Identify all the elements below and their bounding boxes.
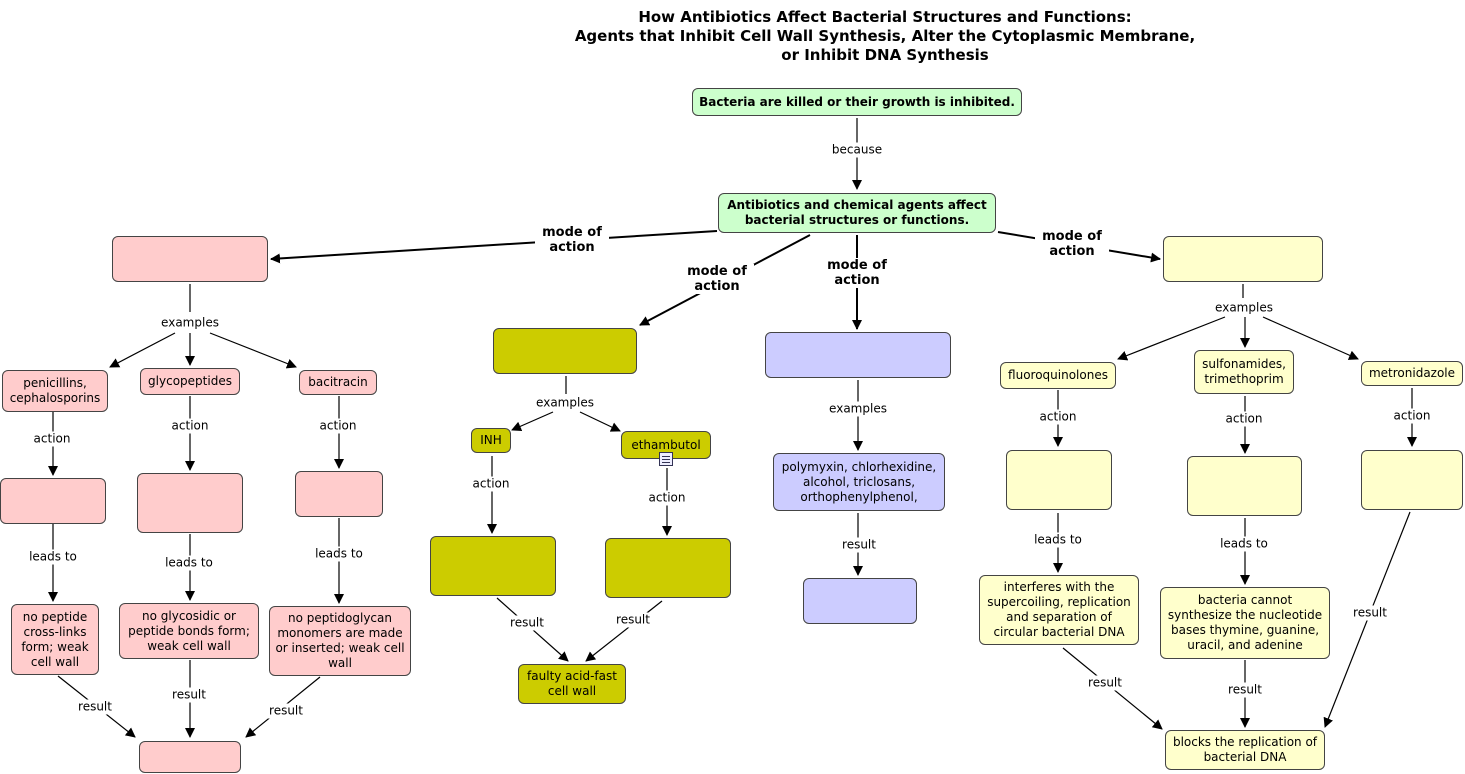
node-nucleotides[interactable]: bacteria cannot synthesize the nucleotid… bbox=[1160, 587, 1330, 659]
node-cell-wall-group[interactable] bbox=[112, 236, 268, 282]
link-label-leads-to: leads to bbox=[1218, 536, 1270, 552]
node-sulfa-action[interactable] bbox=[1187, 456, 1302, 516]
node-dna-group[interactable] bbox=[1163, 236, 1323, 282]
page-title: How Antibiotics Affect Bacterial Structu… bbox=[520, 8, 1250, 65]
link-label-result: result bbox=[508, 615, 546, 631]
title-line-3: or Inhibit DNA Synthesis bbox=[781, 46, 989, 64]
node-bacitracin-action[interactable] bbox=[295, 471, 383, 517]
link-label-action: action bbox=[470, 476, 512, 492]
link-label-action: action bbox=[646, 490, 688, 506]
link-label-because: because bbox=[829, 142, 885, 158]
node-sulfonamides[interactable]: sulfonamides, trimethoprim bbox=[1194, 350, 1294, 394]
node-inh-action[interactable] bbox=[430, 536, 556, 596]
title-line-2: Agents that Inhibit Cell Wall Synthesis,… bbox=[574, 27, 1196, 45]
node-membrane-group[interactable] bbox=[765, 332, 951, 378]
node-bacteria-killed[interactable]: Bacteria are killed or their growth is i… bbox=[692, 88, 1022, 116]
title-line-1: How Antibiotics Affect Bacterial Structu… bbox=[638, 8, 1132, 26]
link-label-result: result bbox=[1226, 682, 1264, 698]
node-penicillins[interactable]: penicillins, cephalosporins bbox=[2, 370, 108, 412]
link-label-action: action bbox=[31, 431, 73, 447]
link-label-leads-to: leads to bbox=[27, 549, 79, 565]
link-label-examples: examples bbox=[534, 395, 596, 411]
link-label-result: result bbox=[76, 699, 114, 715]
link-label-leads-to: leads to bbox=[163, 555, 215, 571]
link-label-leads-to: leads to bbox=[313, 546, 365, 562]
node-faulty-cell-wall[interactable]: faulty acid-fast cell wall bbox=[518, 664, 626, 704]
link-label-action: action bbox=[317, 418, 359, 434]
node-no-peptidoglycan[interactable]: no peptidoglycan monomers are made or in… bbox=[269, 606, 411, 676]
node-glycopeptides-action[interactable] bbox=[137, 473, 243, 533]
node-ethambutol-action[interactable] bbox=[605, 538, 731, 598]
link-label-mode-of-action: mode of action bbox=[820, 258, 894, 288]
link-label-result: result bbox=[267, 703, 305, 719]
link-label-result: result bbox=[1086, 675, 1124, 691]
link-label-action: action bbox=[169, 418, 211, 434]
node-membrane-result[interactable] bbox=[803, 578, 917, 624]
node-antibiotics-affect[interactable]: Antibiotics and chemical agents affect b… bbox=[718, 193, 996, 233]
node-bacitracin[interactable]: bacitracin bbox=[299, 370, 377, 395]
node-penicillins-action[interactable] bbox=[0, 478, 106, 524]
link-label-mode-of-action: mode of action bbox=[1035, 229, 1109, 259]
link-label-result: result bbox=[614, 612, 652, 628]
node-fluoroquinolones[interactable]: fluoroquinolones bbox=[1000, 362, 1116, 389]
link-label-result: result bbox=[170, 687, 208, 703]
link-label-action: action bbox=[1037, 409, 1079, 425]
link-label-mode-of-action: mode of action bbox=[680, 264, 754, 294]
link-label-examples: examples bbox=[159, 315, 221, 331]
link-label-leads-to: leads to bbox=[1032, 532, 1084, 548]
node-polymyxin[interactable]: polymyxin, chlorhexidine, alcohol, tricl… bbox=[773, 453, 945, 511]
link-label-result: result bbox=[840, 537, 878, 553]
node-inh[interactable]: INH bbox=[471, 428, 511, 453]
link-label-examples: examples bbox=[827, 401, 889, 417]
link-label-action: action bbox=[1223, 411, 1265, 427]
node-metro-action[interactable] bbox=[1361, 450, 1463, 510]
node-cell-wall-result[interactable] bbox=[139, 741, 241, 773]
node-no-crosslinks[interactable]: no peptide cross-links form; weak cell w… bbox=[11, 604, 99, 675]
node-acid-fast-group[interactable] bbox=[493, 328, 637, 374]
link-label-action: action bbox=[1391, 408, 1433, 424]
node-no-glycosidic[interactable]: no glycosidic or peptide bonds form; wea… bbox=[119, 603, 259, 659]
node-fluoro-action[interactable] bbox=[1006, 450, 1112, 510]
link-label-examples: examples bbox=[1213, 300, 1275, 316]
node-supercoiling[interactable]: interferes with the supercoiling, replic… bbox=[979, 575, 1139, 645]
node-blocks-dna[interactable]: blocks the replication of bacterial DNA bbox=[1165, 730, 1325, 770]
document-icon[interactable] bbox=[659, 452, 673, 466]
link-label-result: result bbox=[1351, 605, 1389, 621]
node-glycopeptides[interactable]: glycopeptides bbox=[140, 368, 240, 395]
node-metronidazole[interactable]: metronidazole bbox=[1361, 361, 1463, 386]
link-label-mode-of-action: mode of action bbox=[535, 225, 609, 255]
